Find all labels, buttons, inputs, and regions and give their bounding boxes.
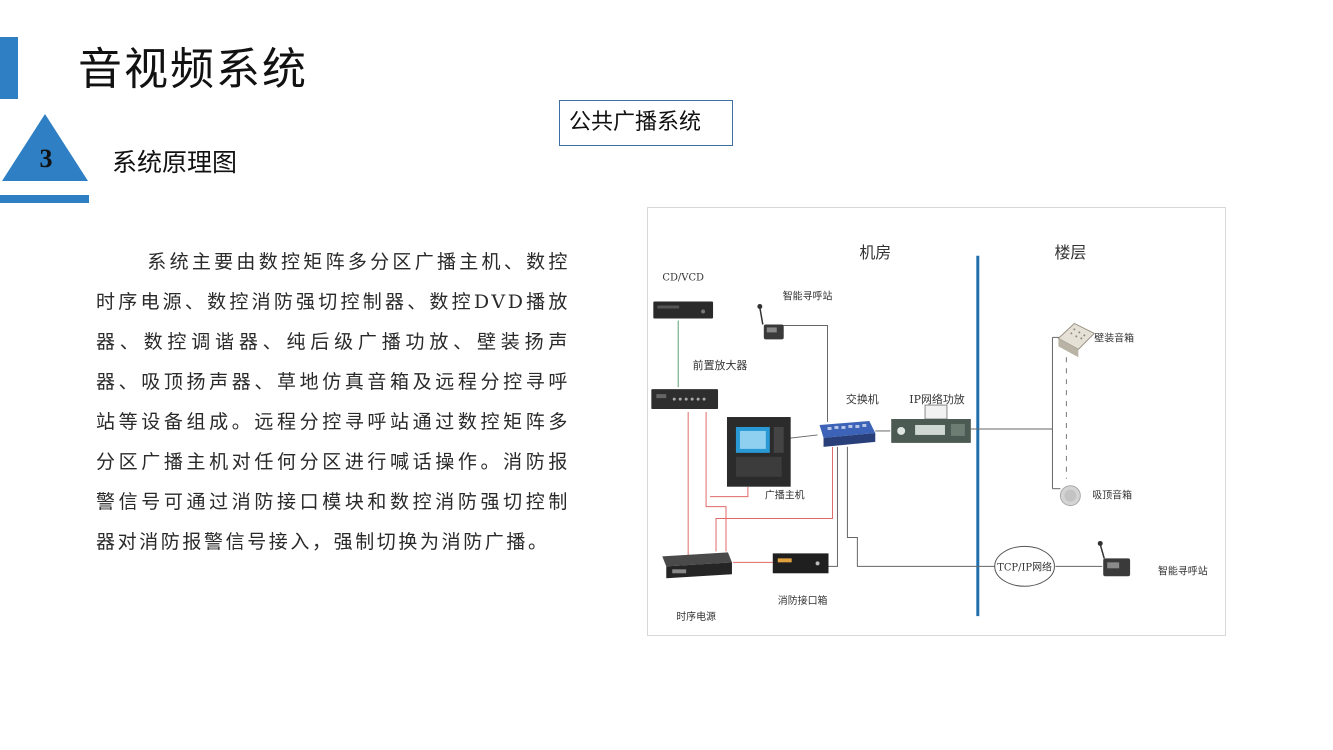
label-preamp: 前置放大器: [693, 358, 748, 372]
paging-station-top-device: [757, 304, 784, 340]
label-switch: 交换机: [846, 392, 879, 406]
paging-station-right-device: [1097, 540, 1131, 577]
wire-red-3: [710, 486, 749, 498]
wire-switch-network: [846, 446, 996, 567]
tcp-ip-network-node: [994, 545, 1055, 587]
callout-label: 公共广播系统: [569, 110, 702, 135]
badge-underline: [0, 195, 89, 203]
wire-red-2: [705, 412, 727, 552]
switch-device: [819, 421, 876, 447]
section-badge: 3: [0, 114, 89, 203]
preamp-device: [651, 389, 719, 410]
cd-vcd-device: [653, 301, 714, 319]
ceiling-speaker-device: [1059, 485, 1081, 507]
wire-switch-fire: [828, 446, 838, 567]
label-fire-interface: 消防接口箱: [778, 594, 828, 607]
label-paging-station-right: 智能寻呼站: [1158, 564, 1208, 577]
label-ceiling-speaker: 吸顶音箱: [1092, 489, 1132, 502]
wire-paging-switch: [782, 324, 829, 422]
label-cd-vcd: CD/VCD: [662, 273, 704, 284]
accent-bar: [0, 37, 18, 99]
sequencer-power-device: [662, 552, 732, 579]
broadcast-host-device: [726, 417, 791, 487]
section-number: 3: [40, 144, 53, 173]
label-ip-amplifier: IP网络功放: [909, 392, 964, 406]
label-broadcast-host: 广播主机: [765, 489, 805, 502]
system-diagram: 机房 楼层 CD/VCD 智能寻呼站 前置放大器 广播主机 交换机: [647, 207, 1226, 636]
ip-amplifier-device: [891, 404, 971, 443]
description-paragraph: 系统主要由数控矩阵多分区广播主机、数控时序电源、数控消防强切控制器、数控DVD播…: [96, 251, 570, 553]
section-title: 系统原理图: [112, 148, 238, 177]
label-sequencer-power: 时序电源: [676, 610, 716, 623]
zone-label-floor: 楼层: [1054, 243, 1086, 262]
label-tcp-ip-network: TCP/IP网络: [997, 560, 1052, 573]
wires: [677, 320, 1103, 567]
fire-interface-device: [772, 553, 829, 574]
page-title: 音视频系统: [78, 44, 308, 95]
wall-speaker-device: [1057, 322, 1096, 358]
zone-label-machine-room: 机房: [859, 243, 891, 262]
wire-red-4: [715, 446, 833, 552]
label-paging-station-top: 智能寻呼站: [783, 290, 833, 303]
callout-box: [559, 100, 733, 146]
triangle-icon: [2, 114, 88, 181]
label-wall-speaker: 壁装音箱: [1094, 331, 1134, 344]
